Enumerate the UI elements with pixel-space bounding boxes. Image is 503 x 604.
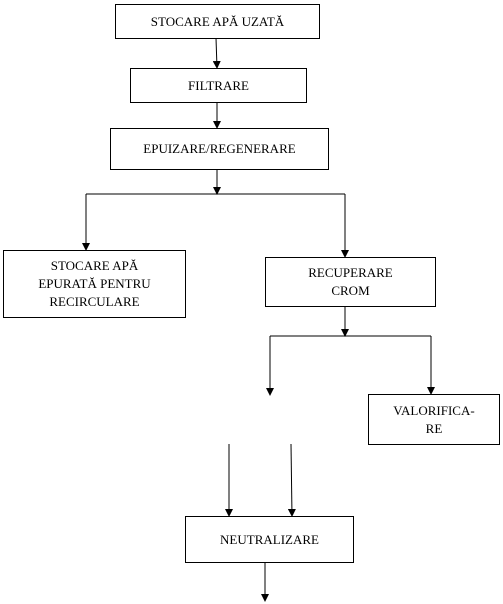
arrow-into-neutralizare-right: [287, 443, 296, 517]
node-label: FILTRARE: [188, 77, 249, 93]
node-filtrare: FILTRARE: [130, 68, 307, 103]
node-recuperare-crom: RECUPERARE CROM: [265, 257, 436, 307]
node-neutralizare: NEUTRALIZARE: [185, 516, 354, 563]
arrow-stocare-to-filtrare: [212, 37, 221, 69]
node-label: RECUPERARE CROM: [308, 265, 393, 298]
node-stocare-apa-epurata: STOCARE APĂ EPURATĂ PENTRU RECIRCULARE: [3, 250, 186, 318]
node-epuizare-regenerare: EPUIZARE/REGENERARE: [110, 128, 329, 170]
node-valorificare: VALORIFICA- RE: [368, 394, 500, 445]
node-label: STOCARE APĂ EPURATĂ PENTRU RECIRCULARE: [38, 258, 151, 309]
node-label: NEUTRALIZARE: [220, 531, 319, 547]
node-stocare-apa-uzata: STOCARE APĂ UZATĂ: [115, 4, 320, 39]
node-label: STOCARE APĂ UZATĂ: [150, 13, 285, 29]
node-label: VALORIFICA- RE: [393, 402, 475, 436]
node-label: EPUIZARE/REGENERARE: [143, 141, 296, 156]
